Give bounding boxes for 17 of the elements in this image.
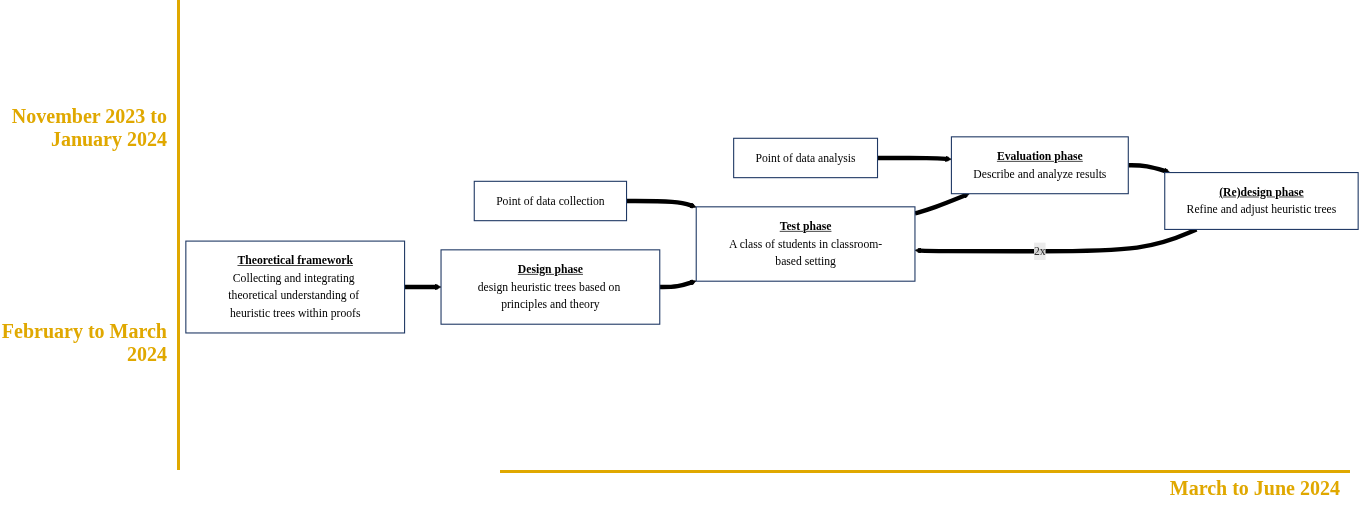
node-box: (Re)design phase Refine and adjust heuristic trees [1164,172,1359,231]
node-box: Point of data collection [473,180,628,222]
arrow [1128,163,1171,174]
edge-label: 2x [1034,244,1046,258]
arrow [404,283,442,291]
arrow [914,192,970,216]
node-box: Theoretical framework Collecting and integrating theoretical understanding of heuristic trees within proofs [185,240,406,334]
node-box: Point of data analysis [733,137,879,179]
arrow [877,155,952,163]
arrow [659,279,697,290]
timeline-label: March to June 2024 [1168,477,1341,500]
timeline-label: November 2023 to January 2024 [10,104,168,151]
arrow [626,198,697,209]
node-box: Design phase design heuristic trees based on principles and theory [440,249,661,325]
node-box: Evaluation phase Describe and analyze results [950,136,1129,195]
timeline-label: February to March 2024 [0,319,168,366]
node-box: Test phase A class of students in classroom-based setting [695,206,916,282]
